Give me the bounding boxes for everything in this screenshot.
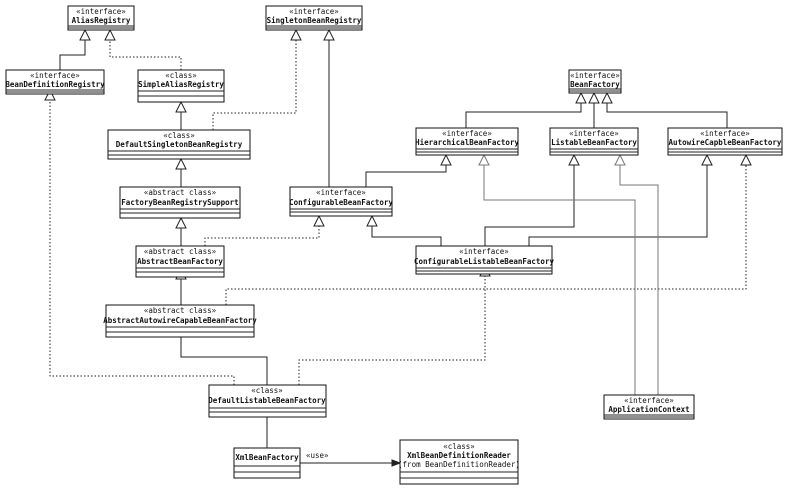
edge-configurable-listable-to-configurable — [371, 226, 442, 246]
edge-configurable-to-hierarchical — [365, 165, 447, 187]
use-label: «use» — [306, 451, 329, 460]
triangle-head — [740, 153, 752, 166]
edge-default-listable-to-configurable-listable — [298, 276, 486, 385]
class-name: AliasRegistry — [72, 16, 131, 25]
triangle-head — [313, 214, 325, 227]
triangle-head — [478, 153, 490, 166]
stereotype: «class» — [163, 131, 195, 140]
class-boxes-layer: «interface» AliasRegistry «interface» Si… — [5, 5, 783, 485]
edge-configurable-listable-to-listable — [484, 165, 575, 246]
stereotype: «interface» — [289, 7, 339, 16]
triangle-head — [568, 153, 580, 166]
class-simple-alias-registry[interactable]: «class» SimpleAliasRegistry — [137, 69, 225, 103]
edge-simple-alias-registry-to-alias-registry — [109, 40, 182, 70]
triangle-head — [175, 100, 187, 113]
class-name: BeanDefinitionRegistry — [5, 80, 105, 89]
class-singleton-bean-registry[interactable]: «interface» SingletonBeanRegistry — [265, 5, 363, 31]
stereotype: «interface» — [316, 188, 366, 197]
class-abstract-bean-factory[interactable]: «abstract class» AbstractBeanFactory — [135, 245, 225, 278]
edge-default-listable-to-bean-definition-registry — [49, 100, 235, 385]
class-name: SimpleAliasRegistry — [138, 80, 224, 89]
open-arrow-head — [391, 459, 402, 467]
relations-layer — [49, 40, 747, 464]
triangle-head — [79, 28, 91, 41]
class-configurable-listable-bean-factory[interactable]: «interface» ConfigurableListableBeanFact… — [414, 245, 554, 275]
triangle-head — [290, 28, 302, 41]
class-configurable-bean-factory[interactable]: «interface» ConfigurableBeanFactory — [289, 186, 393, 217]
class-name: DefaultSingletonBeanRegistry — [116, 140, 243, 149]
edge-abstract-bean-factory-to-configurable — [204, 226, 320, 246]
stereotype: «class» — [165, 71, 197, 80]
stereotype: «interface» — [459, 247, 509, 256]
class-bean-factory[interactable]: «interface» BeanFactory — [568, 69, 622, 94]
edge-default-singleton-to-singleton-registry — [212, 40, 297, 130]
stereotype: «abstract class» — [144, 247, 217, 256]
edge-configurable-listable-to-autowire — [528, 165, 708, 246]
triangle-head — [175, 157, 187, 170]
class-hierarchical-bean-factory[interactable]: «interface» HierarchicalBeanFactory — [415, 127, 519, 156]
class-name: ConfigurableListableBeanFactory — [414, 257, 554, 266]
class-xml-bean-factory[interactable]: XmlBeanFactory — [233, 447, 301, 479]
class-origin: (from BeanDefinitionReader) — [398, 460, 520, 469]
triangle-head — [614, 153, 626, 166]
triangle-head — [588, 91, 600, 104]
class-listable-bean-factory[interactable]: «interface» ListableBeanFactory — [549, 127, 639, 156]
edge-hierarchical-to-bean-factory — [465, 103, 582, 128]
stereotype: «class» — [443, 442, 475, 451]
triangle-head — [575, 91, 587, 104]
class-name: ConfigurableBeanFactory — [289, 198, 393, 207]
stereotype: «abstract class» — [144, 306, 217, 315]
class-abstract-autowire-capable-bean-factory[interactable]: «abstract class» AbstractAutowireCapable… — [103, 304, 257, 338]
stereotype: «interface» — [442, 129, 492, 138]
class-name: AutowireCapbleBeanFactory — [669, 138, 782, 147]
triangle-head — [366, 214, 378, 227]
stereotype: «interface» — [700, 129, 750, 138]
class-xml-bean-definition-reader[interactable]: «class» XmlBeanDefinitionReader (from Be… — [398, 439, 520, 485]
class-name: SingletonBeanRegistry — [267, 16, 362, 25]
class-default-singleton-bean-registry[interactable]: «class» DefaultSingletonBeanRegistry — [107, 129, 251, 160]
triangle-head — [601, 91, 613, 104]
class-name: ApplicationContext — [608, 405, 689, 414]
edge-abstract-autowire-to-autowire — [225, 165, 747, 305]
class-name: XmlBeanDefinitionReader — [407, 451, 511, 460]
triangle-head — [701, 153, 713, 166]
class-autowire-capable-bean-factory[interactable]: «interface» AutowireCapbleBeanFactory — [667, 127, 783, 156]
class-name: AbstractBeanFactory — [137, 257, 223, 266]
class-name: XmlBeanFactory — [235, 453, 299, 462]
triangle-head — [323, 28, 335, 41]
stereotype: «interface» — [570, 71, 620, 80]
stereotype: «interface» — [30, 71, 80, 80]
edge-autowire-to-bean-factory — [606, 103, 728, 128]
class-name: AbstractAutowireCapableBeanFactory — [103, 316, 257, 325]
class-alias-registry[interactable]: «interface» AliasRegistry — [67, 5, 135, 31]
triangle-head — [440, 153, 452, 166]
class-name: HierarchicalBeanFactory — [415, 138, 519, 147]
class-name: DefaultListableBeanFactory — [208, 396, 326, 405]
triangle-head — [104, 28, 116, 41]
class-name: FactoryBeanRegistrySupport — [121, 198, 238, 207]
class-bean-definition-registry[interactable]: «interface» BeanDefinitionRegistry — [5, 69, 105, 95]
edge-bean-definition-registry-to-alias-registry — [59, 40, 86, 70]
triangle-head — [175, 216, 187, 229]
triangle-head — [44, 88, 56, 101]
class-application-context[interactable]: «interface» ApplicationContext — [603, 394, 695, 420]
edge-application-context-to-listable — [619, 165, 659, 395]
class-factory-bean-registry-support[interactable]: «abstract class» FactoryBeanRegistrySupp… — [119, 186, 241, 219]
edge-application-context-to-hierarchical — [483, 165, 636, 395]
stereotype: «interface» — [569, 129, 619, 138]
class-default-listable-bean-factory[interactable]: «class» DefaultListableBeanFactory — [208, 384, 327, 418]
stereotype: «interface» — [624, 396, 674, 405]
class-name: BeanFactory — [570, 80, 620, 89]
class-name: ListableBeanFactory — [551, 138, 637, 147]
edge-default-listable-to-abstract-autowire — [180, 337, 268, 385]
stereotype: «interface» — [76, 7, 126, 16]
stereotype: «abstract class» — [144, 188, 217, 197]
stereotype: «class» — [251, 386, 283, 395]
